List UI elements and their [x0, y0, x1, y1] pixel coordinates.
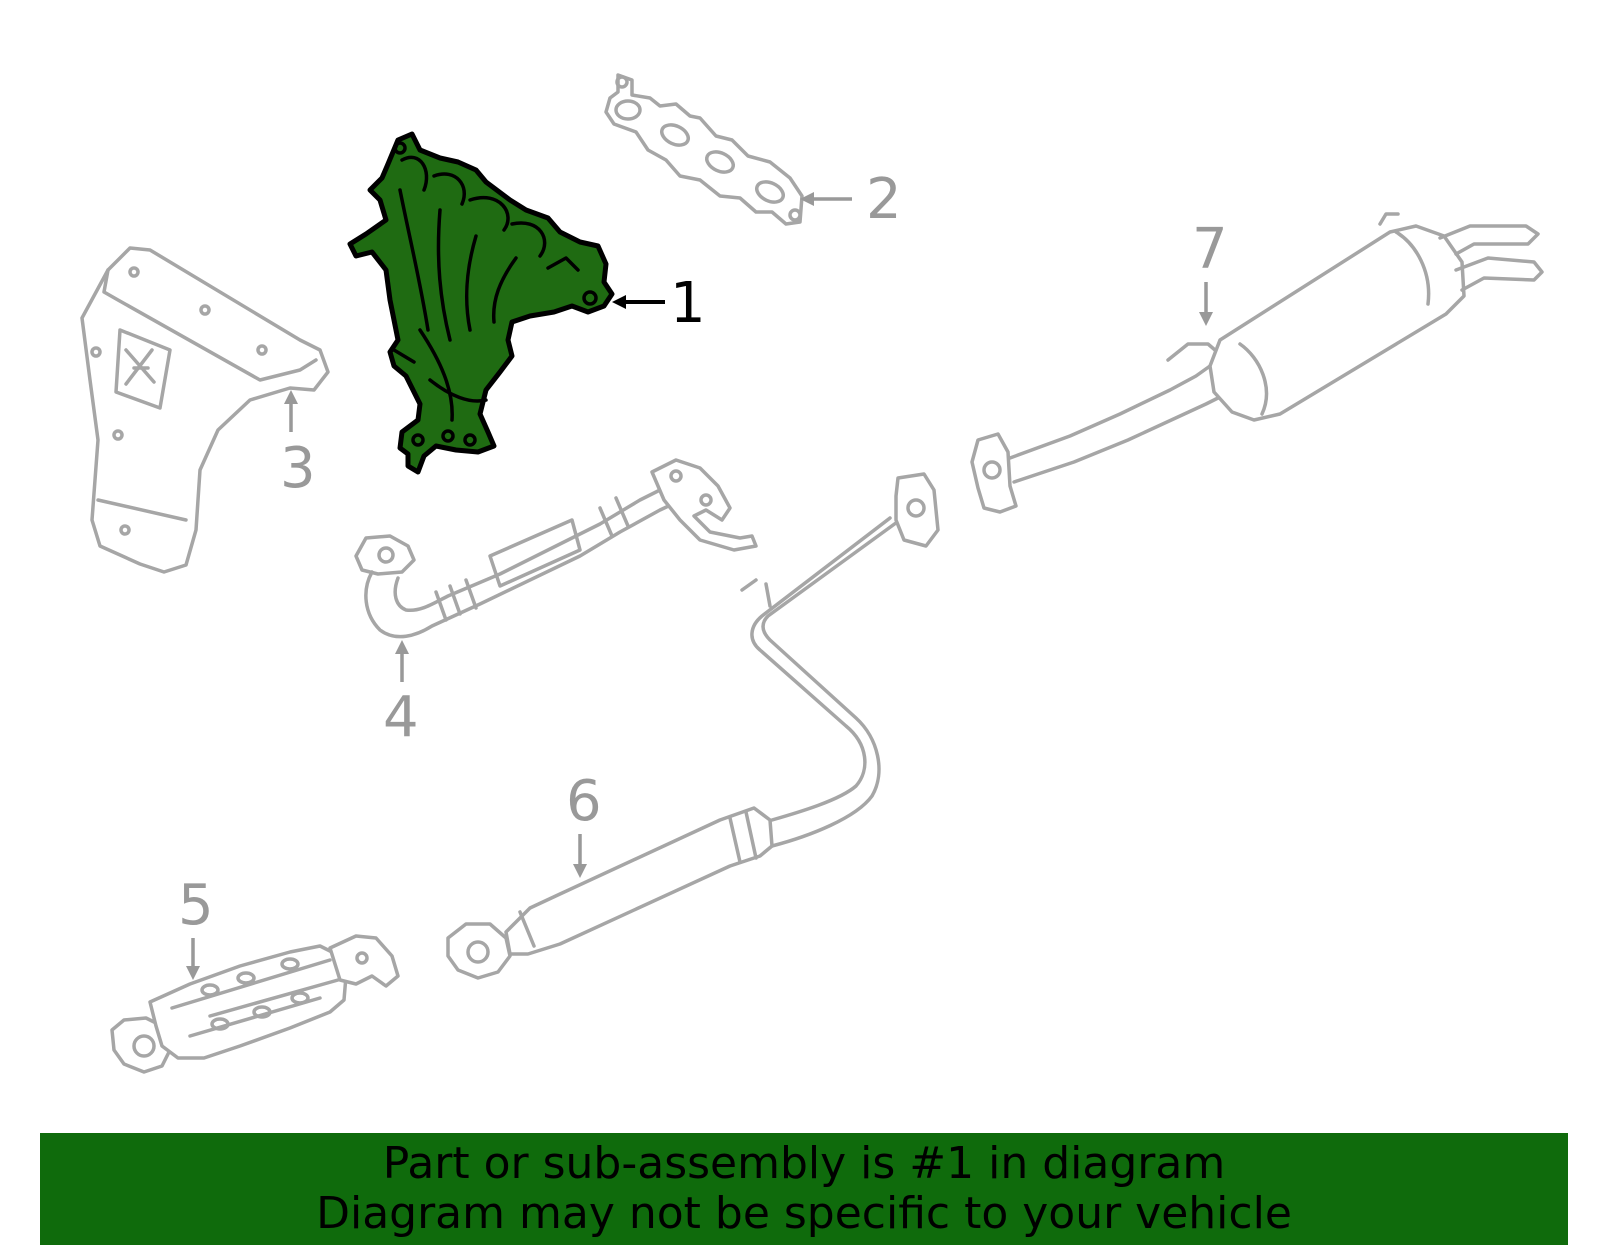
callout-number-3: 3 — [280, 436, 316, 501]
callout-number-7: 7 — [1192, 217, 1228, 282]
callout-number-5: 5 — [178, 873, 214, 938]
callout-6: 6 — [566, 769, 602, 878]
part-7-muffler[interactable] — [970, 212, 1544, 514]
part-2-manifold-gasket[interactable] — [604, 73, 804, 226]
banner-line-part-number: Part or sub-assembly is #1 in diagram — [382, 1138, 1226, 1189]
disclaimer-banner: Part or sub-assembly is #1 in diagram Di… — [40, 1133, 1568, 1245]
part-1-exhaust-manifold[interactable] — [347, 131, 615, 475]
callout-7: 7 — [1192, 217, 1228, 326]
callout-number-1: 1 — [670, 271, 706, 336]
callout-number-2: 2 — [866, 167, 902, 232]
callout-2: 2 — [800, 167, 902, 232]
callout-4: 4 — [383, 640, 419, 750]
callout-number-4: 4 — [383, 685, 419, 750]
callout-5: 5 — [178, 873, 214, 980]
callout-3: 3 — [280, 390, 316, 501]
callout-number-6: 6 — [566, 769, 602, 834]
banner-line-disclaimer: Diagram may not be specific to your vehi… — [316, 1188, 1292, 1239]
part-3-heat-shield[interactable] — [80, 246, 330, 574]
part-4-front-pipe[interactable] — [354, 458, 758, 639]
part-6-intermediate-pipe[interactable] — [446, 472, 940, 980]
callout-1: 1 — [612, 271, 706, 336]
part-5-catalytic-converter[interactable] — [110, 934, 400, 1074]
